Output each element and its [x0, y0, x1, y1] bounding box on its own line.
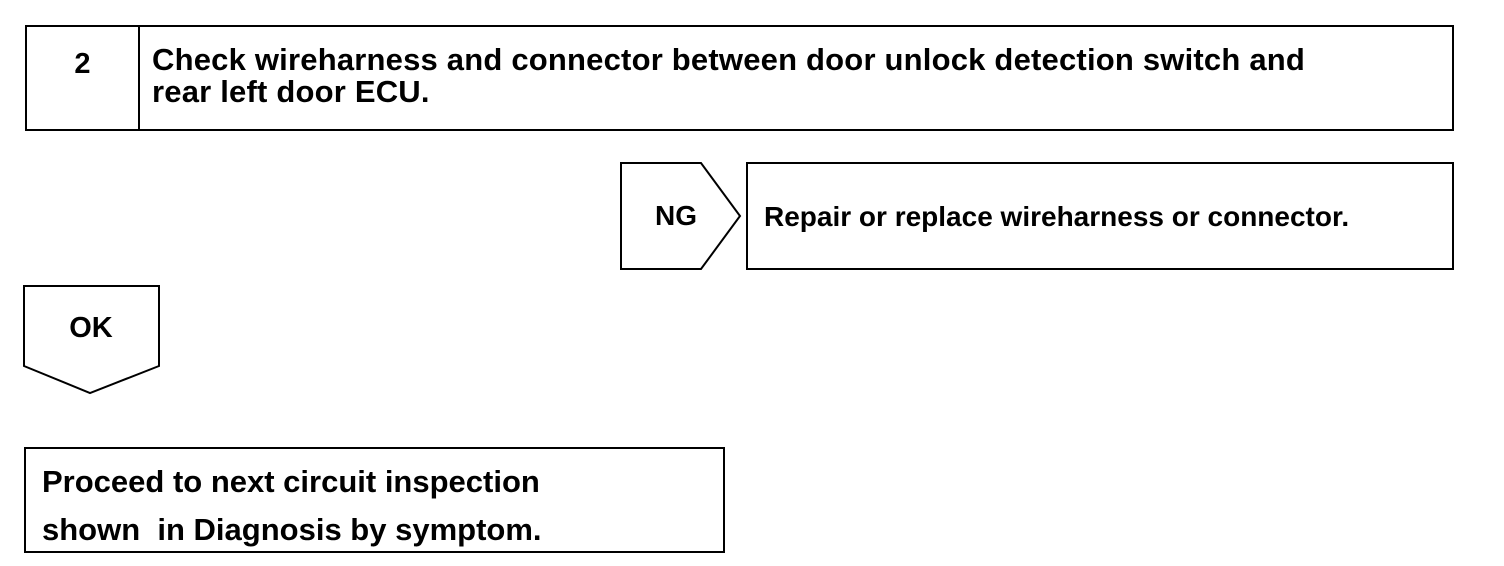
ng-label: NG [655, 200, 697, 231]
next-step-box: Proceed to next circuit inspection shown… [24, 447, 725, 553]
next-step-line-2: shown in Diagnosis by symptom. [42, 512, 542, 547]
next-step-text: Proceed to next circuit inspection shown… [42, 458, 542, 554]
step-title: Check wireharness and connector between … [140, 27, 1452, 129]
repair-action-box: Repair or replace wireharness or connect… [746, 162, 1454, 270]
repair-action-text: Repair or replace wireharness or connect… [764, 201, 1350, 232]
next-step-line-1: Proceed to next circuit inspection [42, 464, 540, 499]
ok-label: OK [69, 312, 113, 344]
step-number-text: 2 [74, 48, 91, 80]
ng-arrow-shape [620, 162, 742, 270]
step-box: 2 Check wireharness and connector betwee… [25, 25, 1454, 131]
ok-arrow-shape [23, 285, 160, 395]
step-title-line-1: Check wireharness and connector between … [152, 42, 1306, 77]
step-title-line-2: rear left door ECU. [152, 74, 430, 109]
step-number: 2 [27, 27, 140, 129]
